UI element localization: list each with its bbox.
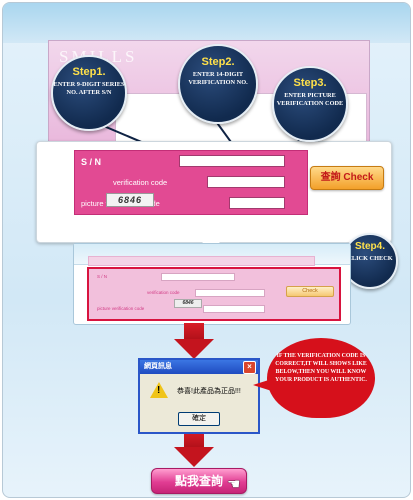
mini-sn-row: S / N [89, 269, 339, 284]
mini-verification-form: S / N verification code picture verifica… [87, 267, 341, 321]
step1-title: Step1. [72, 66, 106, 78]
arrow-head [174, 339, 214, 359]
arrow-stem [184, 323, 204, 339]
step2-title: Step2. [201, 56, 235, 68]
alert-dialog: 網頁訊息 × ! 恭喜!此產品為正品!!! 確定 [138, 358, 260, 434]
authentic-note: IF THE VERIFICATION CODE IS CORRECT,IT W… [253, 338, 375, 418]
step3-bubble: Step3. ENTER PICTURE VERIFICATION CODE [272, 66, 348, 142]
step2-text: ENTER 14-DIGIT VERIFICATION NO. [188, 71, 248, 86]
mini-sn-input[interactable] [161, 273, 235, 281]
sn-input[interactable] [179, 155, 285, 167]
query-button[interactable]: 點我查詢 [151, 468, 247, 494]
captcha-image: 6846 [106, 193, 154, 207]
step2-bubble: Step2. ENTER 14-DIGIT VERIFICATION NO. [178, 44, 258, 124]
close-icon[interactable]: × [243, 361, 256, 374]
mini-picture-row: picture verification code [89, 301, 339, 316]
page-header-strip [88, 256, 315, 266]
mini-picture-label: picture verification code [97, 306, 145, 311]
mini-verification-label: verification code [147, 290, 180, 295]
down-arrow-2 [174, 431, 214, 467]
verification-input[interactable] [207, 176, 285, 188]
ok-button[interactable]: 確定 [178, 412, 220, 426]
mini-verification-input[interactable] [195, 289, 265, 297]
hand-cursor-icon: ☚ [227, 476, 241, 493]
step1-text: ENTER 9-DIGIT SERIES NO. AFTER S/N [53, 81, 125, 96]
arrow-stem [184, 431, 204, 447]
step1-bubble: Step1. ENTER 9-DIGIT SERIES NO. AFTER S/… [51, 55, 127, 131]
step3-text: ENTER PICTURE VERIFICATION CODE [276, 92, 344, 107]
step4-title: Step4. [354, 241, 385, 252]
mini-captcha-image: 6846 [174, 299, 202, 308]
check-button[interactable]: 查詢 Check [310, 166, 384, 190]
down-arrow-1 [174, 323, 214, 359]
step3-title: Step3. [293, 77, 327, 89]
mini-verification-row: verification code [89, 285, 339, 300]
mini-picture-input[interactable] [203, 305, 265, 313]
warning-icon: ! [150, 382, 168, 398]
mini-sn-label: S / N [97, 274, 108, 279]
mini-check-button[interactable]: Check [286, 286, 334, 297]
top-band [3, 3, 410, 43]
dialog-message: 恭喜!此產品為正品!!! [177, 388, 241, 395]
sn-row: S / N [75, 151, 307, 171]
verification-form: S / N verification code picture verifica… [74, 150, 308, 215]
dialog-title: 網頁訊息 [140, 360, 258, 374]
verification-row: verification code [75, 172, 307, 192]
verification-label: verification code [113, 178, 168, 187]
picture-input[interactable] [229, 197, 285, 209]
sn-label: S / N [81, 157, 102, 167]
step4-text: CLICK CHECK [347, 255, 393, 262]
arrow-head [174, 447, 214, 467]
